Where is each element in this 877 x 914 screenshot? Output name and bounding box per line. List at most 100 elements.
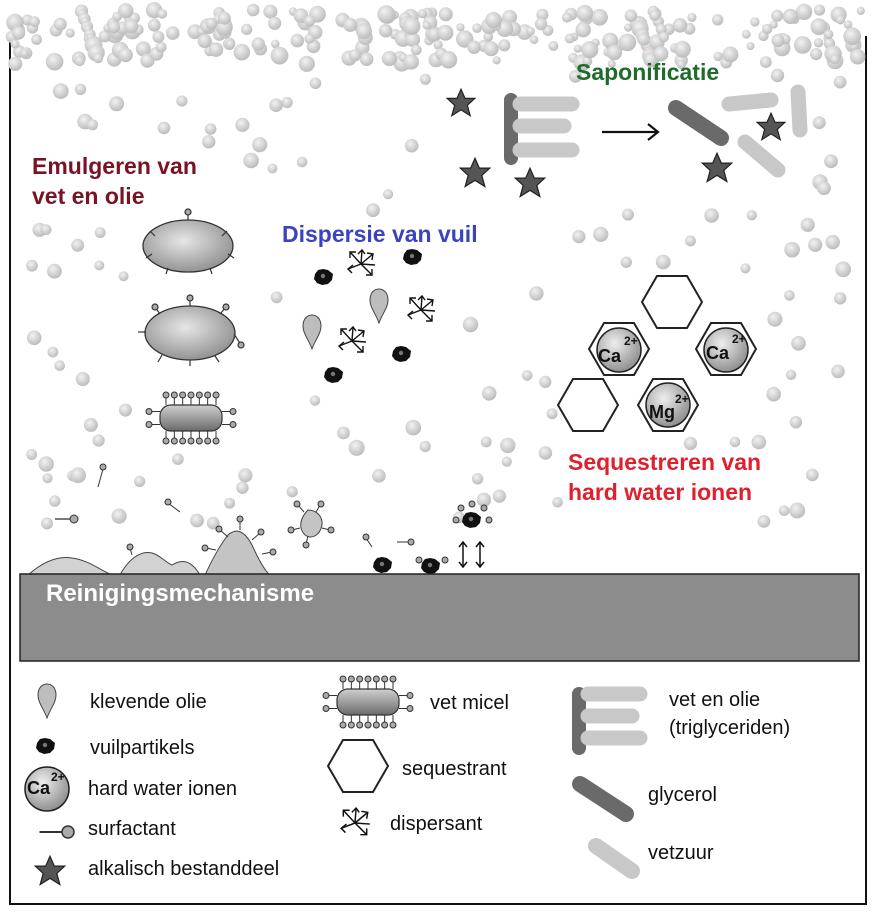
foam-bubble: [405, 32, 421, 47]
legend-dirt-label: vuilpartikels: [90, 737, 195, 759]
foam-bubble: [417, 9, 428, 19]
dirt-particle-icon: [462, 512, 481, 528]
foam-bubble: [271, 39, 280, 49]
water-bubble: [26, 449, 38, 460]
alkaline-star-icon: [446, 88, 476, 117]
legend-glycerol-icon: [572, 776, 634, 822]
water-bubble: [757, 515, 771, 528]
foam-bubble: [591, 8, 608, 26]
legend-fattyacid-icon: [588, 838, 640, 879]
foam-bubble: [298, 55, 315, 72]
water-bubble: [740, 263, 751, 274]
legend-surfactant-icon: [38, 825, 75, 839]
legend-hardwater-label: hard water ionen: [88, 778, 237, 800]
fattyacid-product-icon: [721, 92, 779, 112]
foam-bubble: [438, 7, 453, 22]
water-bubble: [224, 497, 236, 509]
water-bubble: [622, 208, 634, 221]
foam-bubble: [771, 33, 785, 48]
water-bubble: [26, 330, 42, 346]
water-bubble: [569, 70, 582, 83]
foam-bubble: [498, 39, 511, 52]
water-bubble: [476, 492, 492, 507]
dirt-particle-icon: [324, 367, 343, 383]
dispersion-illustration: [302, 249, 436, 383]
legend-sequestrant-icon: [327, 739, 389, 793]
water-bubble: [348, 439, 365, 456]
foam-bubble: [843, 27, 862, 46]
sequester-heading-line2: hard water ionen: [568, 479, 753, 505]
foam-bubble: [45, 52, 64, 71]
soil-surface-features: [26, 463, 493, 576]
surfactant-head: [356, 721, 364, 729]
sequester-heading-line1: Sequestreren van: [568, 449, 762, 475]
foam-bubble: [29, 16, 40, 28]
water-bubble: [405, 419, 422, 436]
ion-charge: 2+: [675, 392, 689, 406]
foam-bubble: [810, 18, 828, 36]
surfactant-head: [339, 675, 347, 683]
foam-bubble: [829, 54, 841, 65]
water-bubble: [778, 505, 790, 516]
water-bubble: [92, 434, 105, 447]
surfactant-head: [322, 705, 330, 712]
foam-bubble: [112, 11, 122, 22]
surfactant-head: [406, 705, 414, 712]
foam-bubble: [402, 17, 421, 35]
foam-bubble: [467, 40, 481, 54]
foam-bubble: [843, 20, 853, 29]
surfactant-head: [195, 391, 203, 399]
water-bubble: [49, 495, 61, 507]
water-bubble: [800, 217, 815, 232]
water-bubble: [236, 481, 249, 494]
water-bubble: [552, 497, 563, 508]
foam-bubble: [618, 33, 637, 52]
legend-fattyacid-label: vetzuur: [648, 842, 714, 864]
water-bubble: [685, 235, 696, 247]
foam-bubble: [663, 23, 675, 36]
foam-bubble: [649, 9, 661, 21]
foam-bubble: [810, 48, 823, 61]
legend-alkaline-star-icon: [34, 855, 66, 886]
ion-symbol: Ca: [706, 343, 730, 363]
water-bubble: [172, 453, 184, 465]
alkaline-star-icon: [514, 167, 546, 198]
foam-bubble: [849, 48, 866, 65]
foam-bubble: [483, 41, 499, 57]
water-bubble: [252, 137, 268, 153]
foam-bubble: [674, 40, 691, 58]
legend-alkaline-label: alkalisch bestanddeel: [88, 858, 280, 880]
surfactant-head: [187, 391, 195, 399]
water-bubble: [47, 263, 62, 279]
water-bubble: [87, 119, 98, 131]
fattyacid-product-icon: [790, 84, 808, 138]
foam-bubble: [93, 53, 104, 64]
foam-bubble: [575, 22, 591, 38]
foam-bubble: [197, 34, 212, 49]
water-bubble: [817, 181, 831, 196]
foam-bubble: [118, 47, 133, 63]
foam-bubble: [348, 49, 362, 62]
surfactant-head: [372, 675, 380, 683]
legend-oil-label: klevende olie: [90, 691, 207, 713]
water-bubble: [539, 375, 552, 388]
alkaline-star-icon: [756, 112, 786, 141]
emulsify-heading-line2: vet en olie: [32, 183, 145, 209]
water-bubble: [71, 238, 85, 252]
ion-mg-icon: [645, 382, 691, 428]
foam-bubble: [750, 17, 760, 27]
foam-bubble: [135, 41, 151, 57]
surfactant-head: [322, 692, 330, 699]
water-bubble: [204, 123, 217, 135]
water-bubble: [529, 286, 544, 301]
legend-micelle-label: vet micel: [430, 692, 509, 714]
foam-bubble: [624, 9, 638, 22]
water-bubble: [366, 203, 380, 218]
micelle-core: [336, 688, 400, 716]
foam-bubble: [536, 8, 549, 21]
foam-bubble: [485, 11, 502, 29]
foam-bubble: [526, 26, 535, 36]
glycerol-product-icon: [668, 100, 729, 146]
foam-bubble: [658, 31, 669, 43]
legend-sequestrant-label: sequestrant: [402, 758, 507, 780]
